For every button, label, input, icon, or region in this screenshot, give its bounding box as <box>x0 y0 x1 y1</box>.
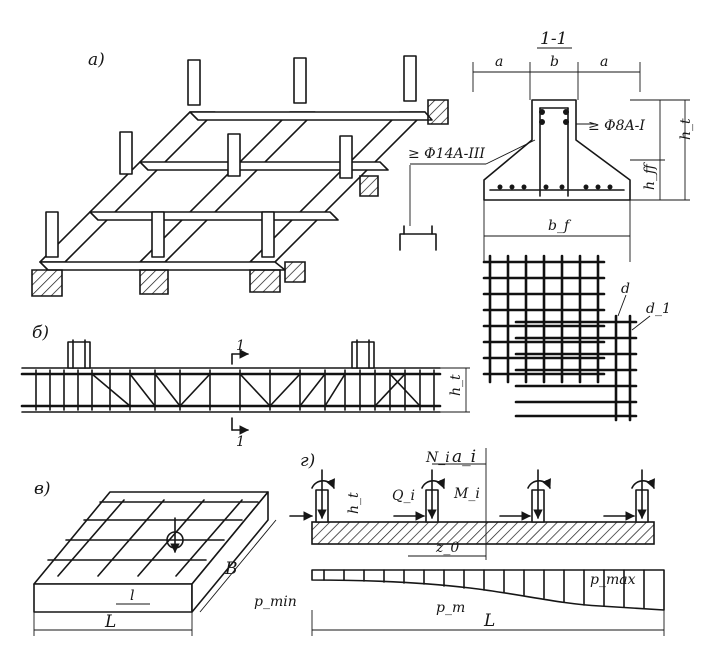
bar-label: ≥ Φ14A-III <box>408 146 485 162</box>
plan-B-label: B <box>224 559 238 579</box>
load-z0-label: z_0 <box>435 540 459 556</box>
beam-end-section <box>249 269 281 293</box>
pm-label: p_m <box>436 600 465 616</box>
load-Mi-label: M_i <box>453 486 480 502</box>
stirrup-detail <box>399 233 437 251</box>
tee-section-outline <box>483 99 631 201</box>
dim-b: b <box>550 54 559 70</box>
beam-ht-label: h_t <box>448 374 464 396</box>
footing-strip <box>311 521 655 545</box>
mesh-d-label: d <box>621 281 630 297</box>
beam-end-section <box>284 261 306 283</box>
panel-a-label: а) <box>88 50 105 70</box>
load-ht-label: h_t <box>346 492 362 514</box>
raft-foundation: в) L l B <box>33 479 277 636</box>
load-ai-label: a_i <box>452 447 476 467</box>
isometric-grid-foundation <box>31 55 449 297</box>
panel-v-label: в) <box>34 479 51 499</box>
load-L-label: L <box>483 611 495 631</box>
pmax-label: p_max <box>590 572 636 588</box>
cut-top-label: 1 <box>236 338 245 354</box>
dim-a-right: a <box>600 54 608 70</box>
panel-b-label: б) <box>32 323 49 343</box>
panel-g-label: г) <box>300 451 315 471</box>
load-scheme: г) N_i M_i Q_i h_t <box>254 447 665 636</box>
dim-bf: b_f <box>548 218 572 234</box>
plan-L-label: L <box>104 612 116 632</box>
pmin-label: p_min <box>254 594 297 610</box>
mesh-d1-label: d_1 <box>646 301 671 317</box>
stirrup-label: ≥ Φ8A-I <box>588 118 645 134</box>
section-1-1: 1-1 a b a ≥ Φ8A-I ≥ Φ14A-III <box>399 29 694 251</box>
beam-elevation: б) <box>20 323 470 450</box>
cut-bottom-label: 1 <box>236 434 245 450</box>
dim-ht: h_t <box>678 118 694 140</box>
beam-end-section <box>139 269 169 295</box>
dim-hff: h_ff <box>642 162 658 190</box>
beam-end-section <box>359 175 379 197</box>
plan-l-label: l <box>130 588 134 604</box>
beam-end-section <box>31 269 63 297</box>
load-Ni-label: N_i <box>425 450 450 466</box>
section-title: 1-1 <box>540 29 567 49</box>
load-Qi-label: Q_i <box>392 488 415 504</box>
beam-end-section <box>427 99 449 125</box>
dim-a-left: a <box>495 54 503 70</box>
pressure-diagram <box>311 569 665 611</box>
reinforcement-mesh: d d_1 <box>482 244 671 422</box>
